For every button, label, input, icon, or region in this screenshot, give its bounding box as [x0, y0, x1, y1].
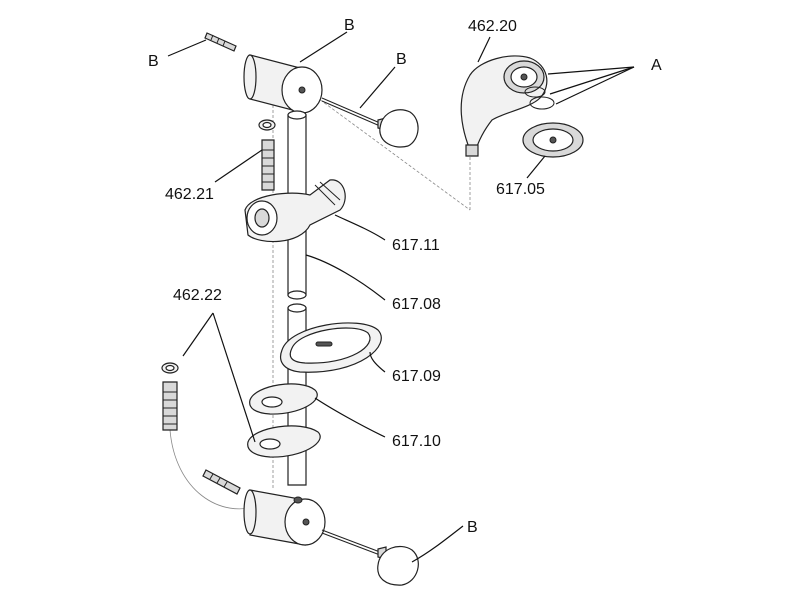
- label-617-10: 617.10: [392, 433, 441, 450]
- leader-lines: [167, 31, 635, 563]
- hose-washer-bottom: [161, 362, 179, 374]
- hose-nut-bottom: [162, 381, 178, 431]
- cover-cap-top: [379, 109, 419, 148]
- label-462-22: 462.22: [173, 287, 222, 304]
- label-462-20: 462.20: [468, 18, 517, 35]
- label-a: A: [651, 57, 662, 74]
- soap-dish: [279, 322, 382, 373]
- label-617-11: 617.11: [392, 237, 440, 254]
- wall-plug-bottom: [202, 469, 241, 495]
- label-b-top-mid: B: [344, 17, 355, 34]
- o-ring-seals: [524, 86, 555, 110]
- label-b-bottom: B: [467, 519, 478, 536]
- label-b-top-left: B: [148, 53, 159, 70]
- cover-cap-bottom: [377, 545, 419, 586]
- label-b-top-right: B: [396, 51, 407, 68]
- wall-plug-top: [204, 32, 237, 52]
- screw-bottom: [321, 529, 387, 560]
- wall-bracket-bottom: [243, 489, 326, 546]
- hose-nut-top: [261, 139, 275, 191]
- rail-slider: [244, 179, 346, 243]
- wall-bracket-top: [243, 54, 323, 114]
- label-617-09: 617.09: [392, 368, 441, 385]
- rail-disc-upper: [249, 383, 318, 415]
- spray-disc: [522, 122, 584, 158]
- label-617-08: 617.08: [392, 296, 441, 313]
- hand-shower: [460, 55, 548, 157]
- label-462-21: 462.21: [165, 186, 214, 203]
- rail-disc-lower: [247, 425, 321, 458]
- hose-washer-top: [258, 119, 276, 131]
- label-617-05: 617.05: [496, 181, 545, 198]
- part-labels: B B B 462.20 A 617.05 462.21 617.11 462.…: [148, 17, 662, 536]
